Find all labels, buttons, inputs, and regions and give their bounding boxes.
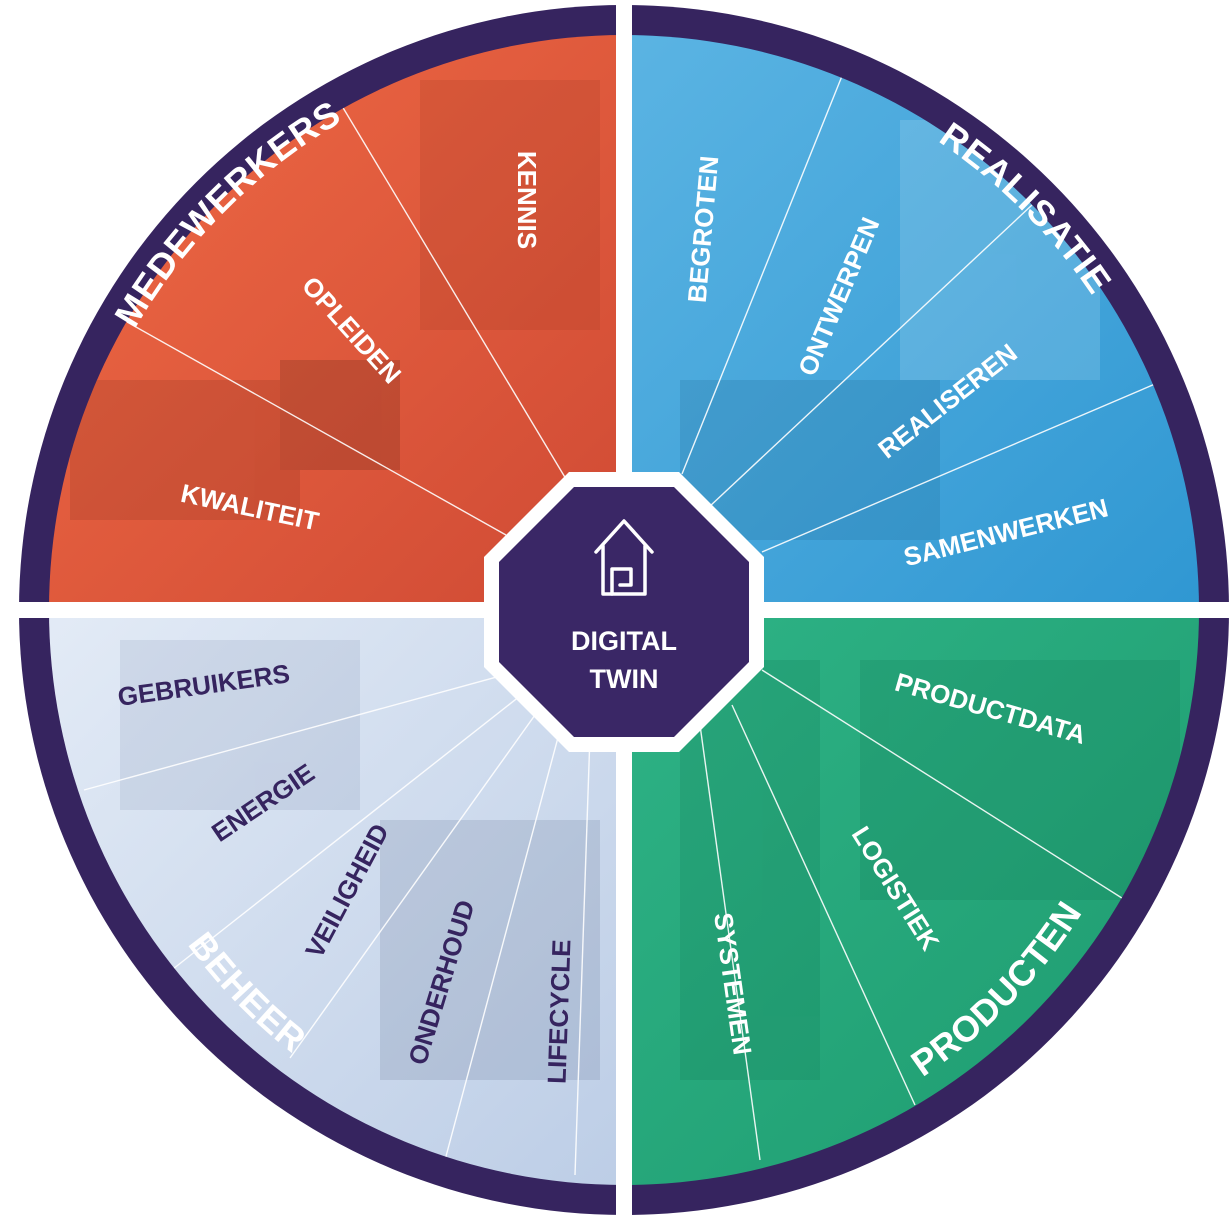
center-title-line1: DIGITAL [571,626,677,656]
item-kennis: KENNIS [512,151,542,249]
item-lifecycle: LIFECYCLE [541,939,576,1084]
house-icon [594,519,654,596]
center-title-line2: TWIN [590,664,659,694]
center-octagon [499,487,749,737]
